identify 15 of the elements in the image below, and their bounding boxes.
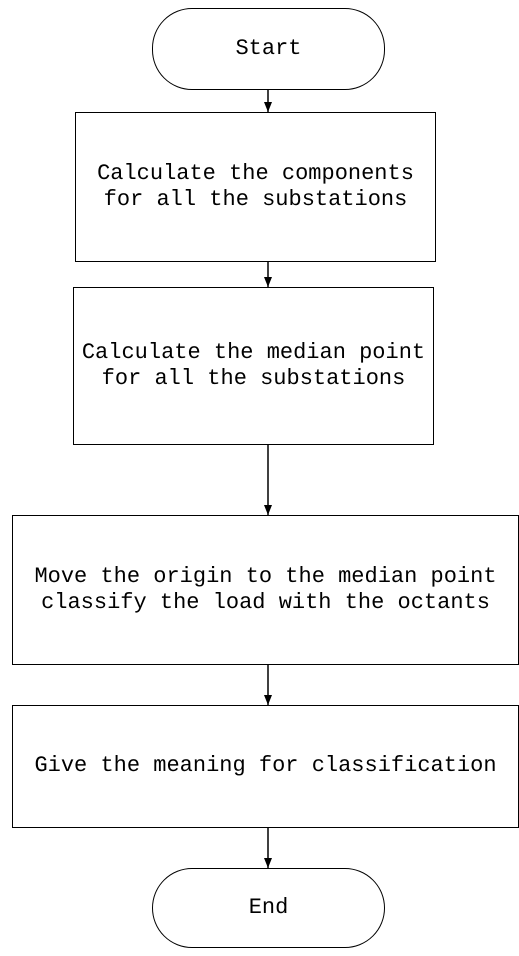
- arrow: [264, 445, 272, 515]
- arrow: [264, 90, 272, 112]
- node-text: Calculate the components for all the substations: [96, 160, 415, 214]
- node-text: Give the meaning for classification: [34, 753, 497, 780]
- process-box: [12, 705, 519, 828]
- arrow: [264, 665, 272, 705]
- node-text: Move the origin to the median point classify the load with the octants: [33, 564, 498, 616]
- node-text: Start: [235, 36, 302, 62]
- node-text: Calculate the median point for all the substations: [80, 340, 426, 392]
- process-box: [75, 112, 436, 262]
- process-box: [73, 287, 434, 445]
- arrow: [264, 828, 272, 868]
- arrow: [264, 262, 272, 287]
- process-box: [12, 515, 519, 665]
- node-text: End: [248, 894, 288, 922]
